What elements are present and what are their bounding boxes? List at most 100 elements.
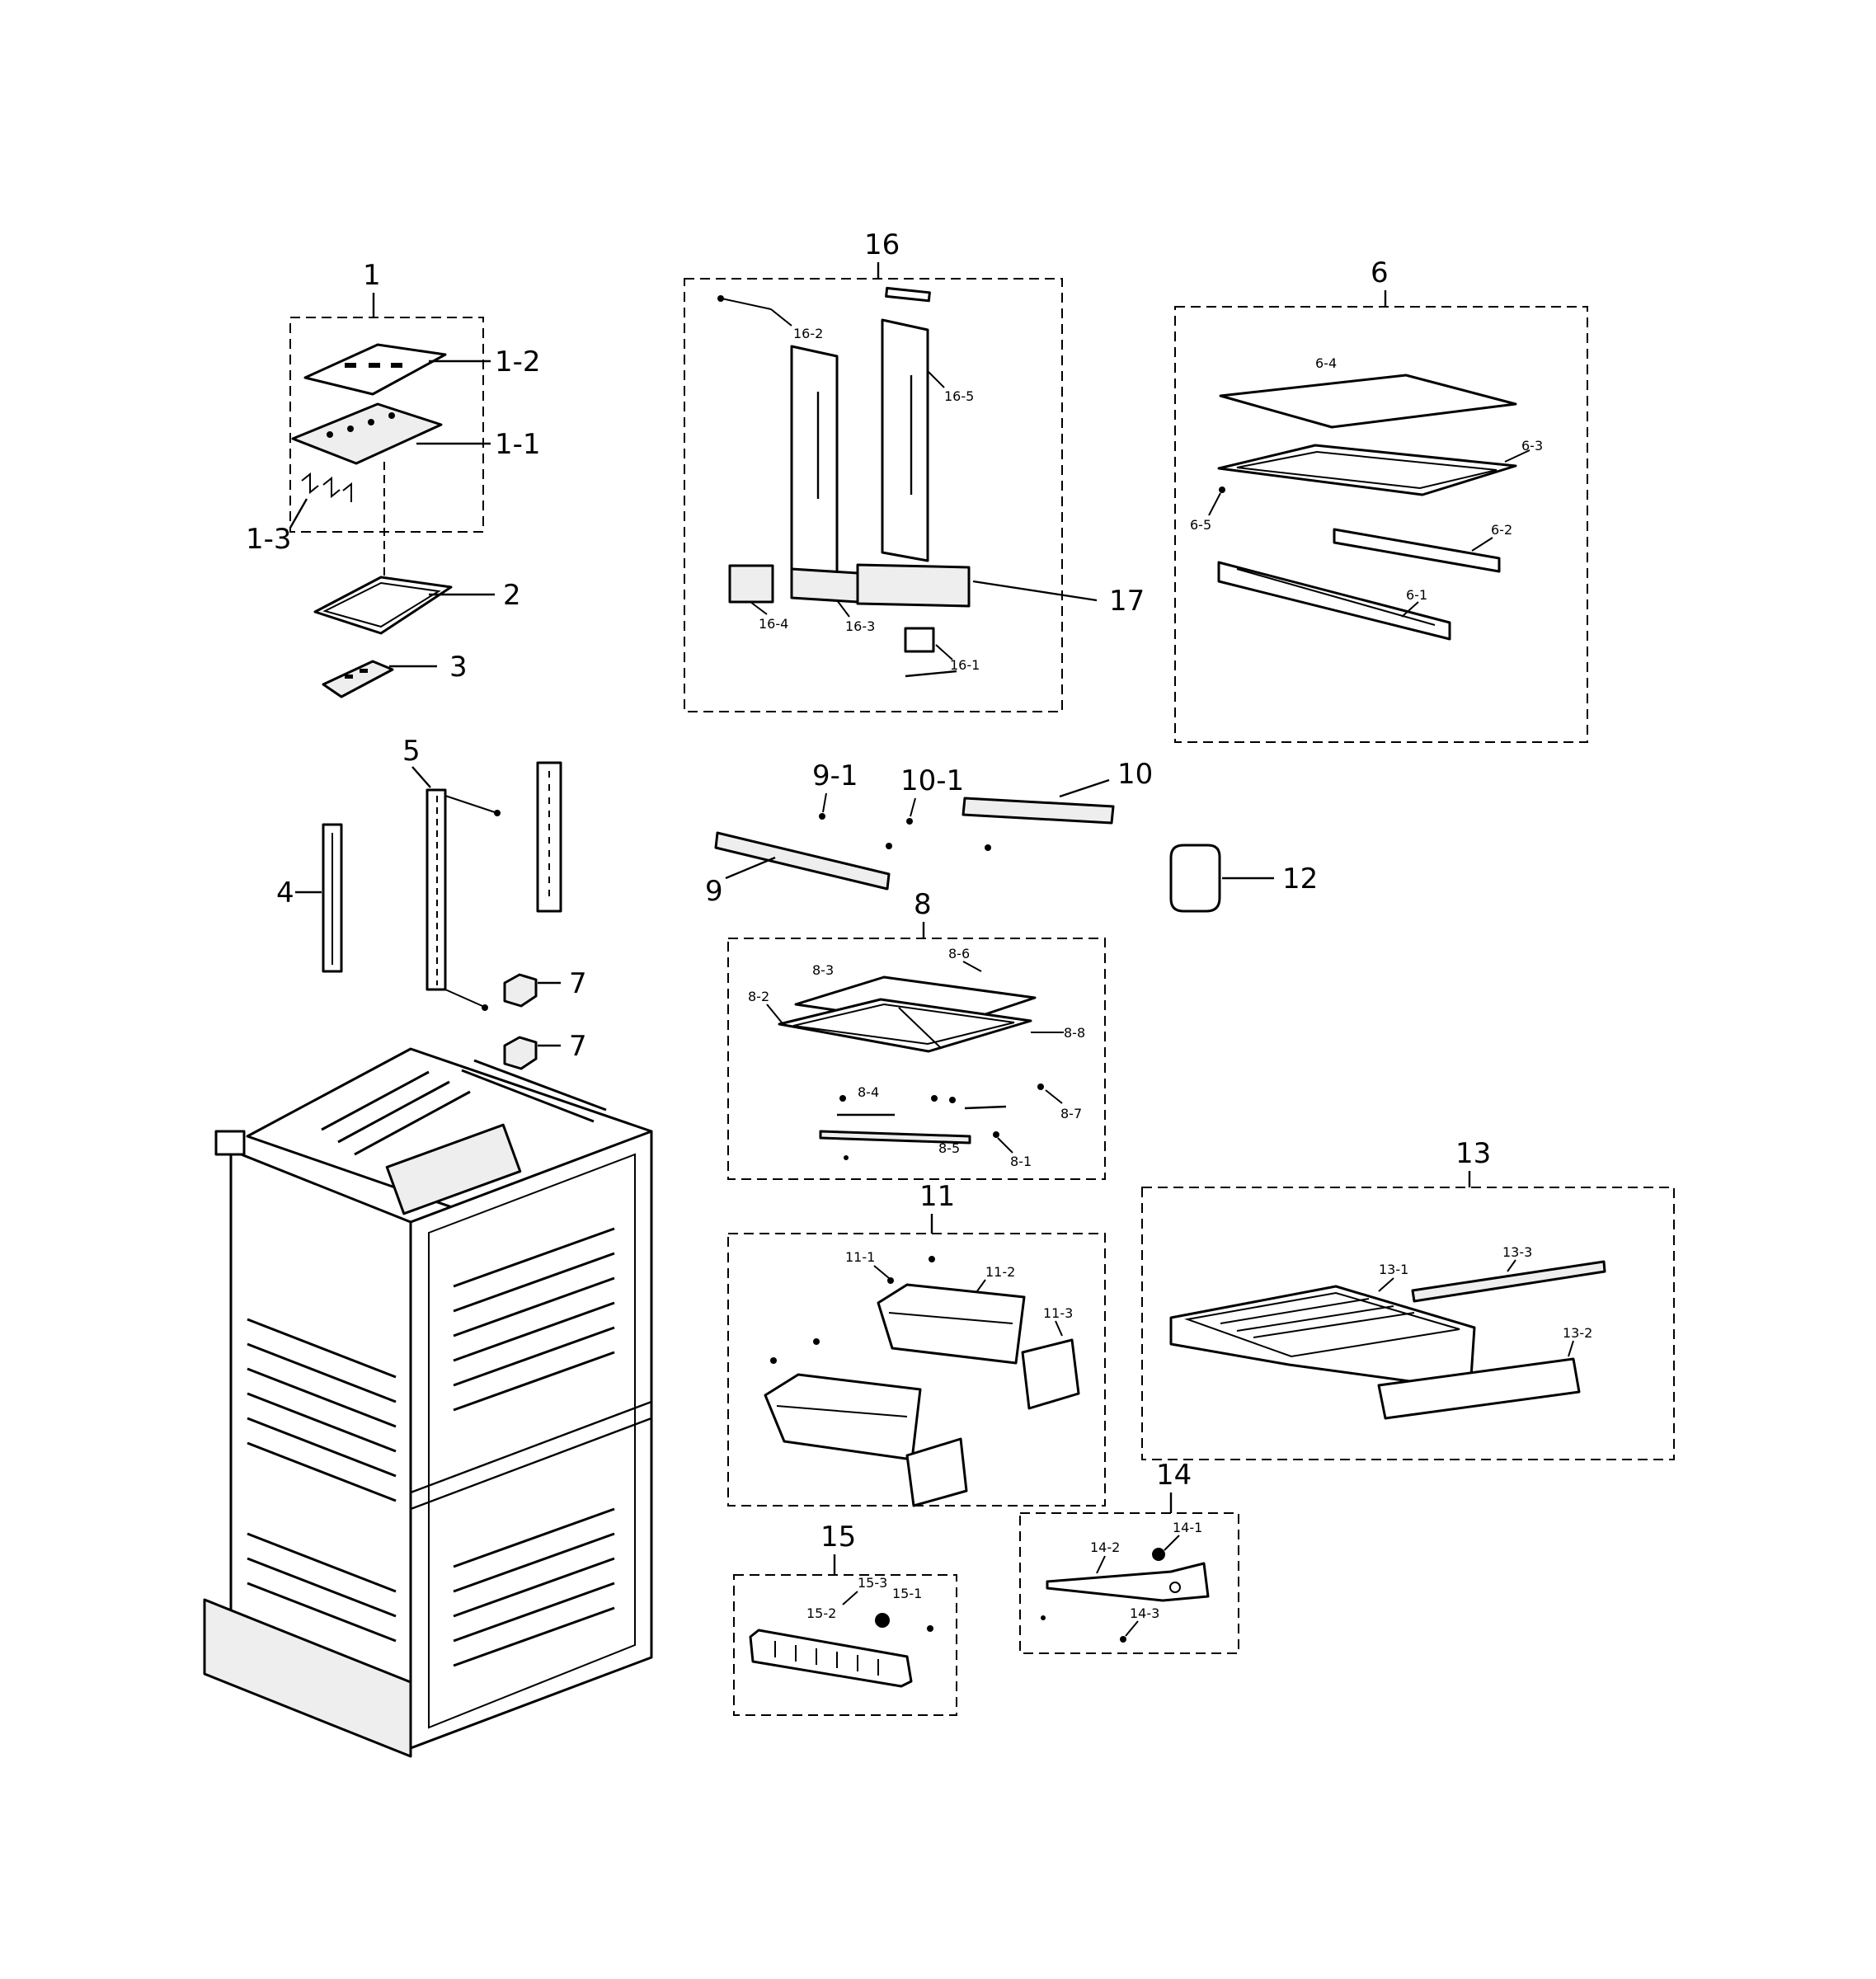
refrigerator-cabinet <box>203 1047 653 1758</box>
group-13-frame <box>1141 1187 1675 1460</box>
group-14-frame <box>1019 1512 1239 1654</box>
label-1: 1 <box>363 259 381 292</box>
part-7-clip-upper <box>503 973 538 1008</box>
part-16-3-duct-base <box>790 567 859 604</box>
label-16-1: 16-1 <box>950 657 980 673</box>
label-11: 11 <box>919 1180 955 1213</box>
part-11-2-crisper-upper <box>877 1283 1026 1365</box>
label-6-3: 6-3 <box>1521 438 1543 454</box>
group-1-frame <box>289 317 484 533</box>
part-group-6: 6 6-4 6-3 6-5 6-2 6-1 <box>1174 256 1588 743</box>
label-5: 5 <box>402 735 421 768</box>
label-13: 13 <box>1455 1137 1491 1170</box>
part-8-2-frame <box>778 998 1032 1053</box>
part-6-2-rail <box>1333 528 1501 573</box>
part-16-1-block <box>904 627 935 653</box>
part-group-8: 8 8-6 8-3 8-2 8-8 8-4 8-7 8-5 8-1 <box>727 888 1106 1180</box>
part-9-bar <box>714 831 891 891</box>
label-16-3: 16-3 <box>845 618 875 634</box>
part-1-2-cover <box>303 343 447 396</box>
label-8-8: 8-8 <box>1064 1025 1085 1041</box>
part-16-duct-left <box>790 345 839 583</box>
label-11-3: 11-3 <box>1043 1305 1073 1321</box>
part-group-15: 15 15-3 15-1 15-2 <box>733 1521 957 1716</box>
label-8-7: 8-7 <box>1060 1106 1082 1121</box>
part-8-5-strip <box>819 1130 971 1145</box>
label-11-1: 11-1 <box>845 1249 875 1265</box>
label-4: 4 <box>276 877 294 910</box>
group-16-frame <box>684 278 1063 712</box>
part-1-1-board <box>291 402 443 465</box>
part-16-4-damper <box>728 564 774 604</box>
label-8-5: 8-5 <box>938 1140 960 1156</box>
part-group-9-10-12: 9-1 10-1 10 9 12 <box>705 758 1318 913</box>
label-1-2: 1-2 <box>495 346 541 378</box>
label-1-1: 1-1 <box>495 428 541 461</box>
label-13-2: 13-2 <box>1563 1325 1592 1341</box>
part-13-1-drawer <box>1169 1285 1476 1391</box>
label-10-1: 10-1 <box>900 764 964 797</box>
label-7-upper: 7 <box>569 967 587 1000</box>
label-13-1: 13-1 <box>1379 1262 1408 1277</box>
label-6-2: 6-2 <box>1491 522 1512 538</box>
part-11-3-cover-upper <box>1021 1338 1080 1410</box>
group-15-frame <box>733 1574 957 1716</box>
control-board-housing <box>385 1123 522 1215</box>
label-16: 16 <box>864 228 900 261</box>
part-16-clip-top <box>885 286 931 303</box>
part-2-gasket <box>313 576 453 635</box>
label-8-4: 8-4 <box>858 1084 879 1100</box>
label-16-5: 16-5 <box>944 388 974 404</box>
label-14-3: 14-3 <box>1130 1605 1159 1621</box>
label-9: 9 <box>705 875 723 908</box>
label-14: 14 <box>1156 1459 1192 1492</box>
cabinet-base <box>203 1598 412 1758</box>
part-13-3-rail <box>1411 1260 1606 1303</box>
part-15-2-rack <box>749 1629 913 1688</box>
part-12-cover <box>1169 844 1221 913</box>
cabinet-hinge <box>214 1130 246 1156</box>
label-3: 3 <box>449 651 468 684</box>
part-17-fan-housing <box>856 563 971 608</box>
label-1-3: 1-3 <box>246 523 292 556</box>
cabinet-front-frame <box>409 1130 653 1750</box>
label-8-3: 8-3 <box>812 962 834 978</box>
label-15-2: 15-2 <box>806 1605 836 1621</box>
part-11-crisper-lower <box>764 1373 922 1461</box>
label-6-4: 6-4 <box>1315 355 1337 371</box>
label-15: 15 <box>820 1521 856 1554</box>
part-13-2-rail <box>1377 1357 1581 1420</box>
label-16-4: 16-4 <box>759 616 788 632</box>
part-14-2-bracket <box>1046 1562 1210 1602</box>
part-group-14: 14 14-1 14-2 14-3 <box>1019 1459 1239 1654</box>
part-1-3-brackets <box>301 472 352 502</box>
part-7-clip-lower <box>503 1036 538 1070</box>
part-6-1-rail <box>1217 561 1451 641</box>
label-12: 12 <box>1282 863 1318 895</box>
label-8-2: 8-2 <box>748 989 769 1004</box>
part-group-1: 1 1-2 1-1 1-3 2 3 <box>246 259 541 698</box>
part-3-cover <box>322 660 394 698</box>
label-8-6: 8-6 <box>948 946 970 961</box>
part-16-5-duct-right <box>881 318 929 562</box>
label-13-3: 13-3 <box>1502 1244 1532 1260</box>
part-group-4-5-7: 5 4 7 7 <box>276 735 587 1070</box>
part-11-cover-lower <box>905 1437 968 1507</box>
group-8-frame <box>727 938 1106 1180</box>
part-group-13: 13 13-1 13-3 13-2 <box>1141 1137 1675 1460</box>
label-8-1: 8-1 <box>1010 1154 1032 1169</box>
label-6-1: 6-1 <box>1406 587 1427 603</box>
label-10: 10 <box>1117 758 1153 791</box>
label-14-1: 14-1 <box>1173 1520 1202 1535</box>
label-17: 17 <box>1109 585 1145 618</box>
label-6-5: 6-5 <box>1190 517 1211 533</box>
part-group-11: 11 11-1 11-2 11-3 <box>727 1180 1106 1507</box>
label-14-2: 14-2 <box>1090 1539 1120 1555</box>
label-11-2: 11-2 <box>985 1264 1015 1280</box>
group-6-frame <box>1174 306 1588 743</box>
label-6: 6 <box>1371 256 1389 289</box>
label-9-1: 9-1 <box>812 759 858 792</box>
label-2: 2 <box>503 579 521 612</box>
part-6-4-glass <box>1219 374 1517 429</box>
